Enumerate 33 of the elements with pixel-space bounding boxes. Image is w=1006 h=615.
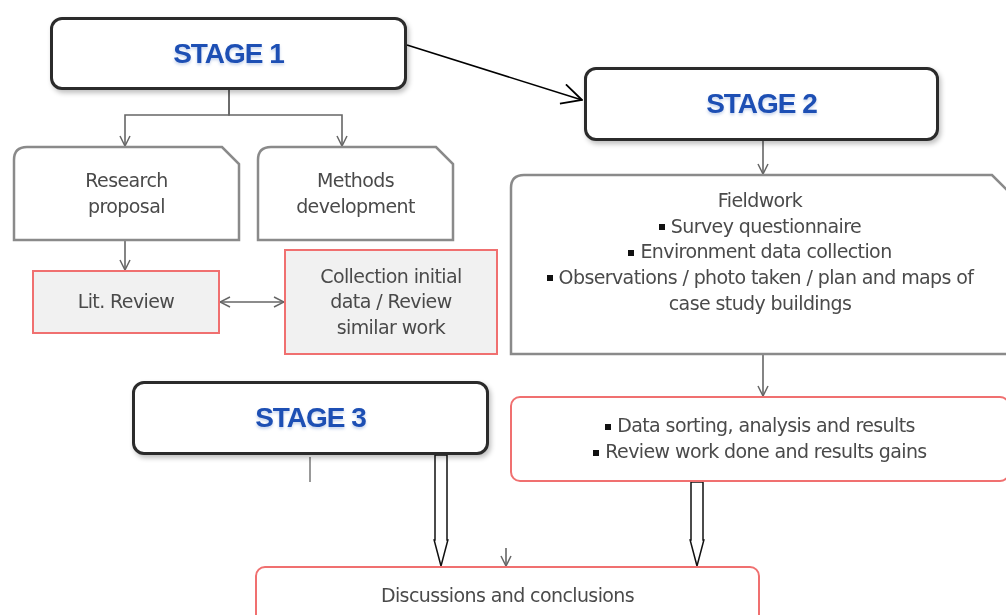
- block-arrow: [689, 481, 705, 569]
- node-text: Lit. Review: [77, 289, 175, 315]
- process-box: [510, 174, 1006, 355]
- process-box: [257, 146, 454, 241]
- arrow: [500, 547, 512, 567]
- arrow: [757, 354, 769, 397]
- process-box: [255, 566, 760, 615]
- stage-box: [50, 17, 407, 90]
- process-box: [32, 270, 220, 334]
- block-arrow: [433, 454, 449, 569]
- process-box: [13, 146, 240, 241]
- stage-box: [132, 381, 489, 455]
- bullet-item: Environment data collection: [628, 239, 892, 265]
- bullet-item: Data sorting, analysis and results: [605, 413, 915, 439]
- arrow: [406, 44, 583, 105]
- stage-title: STAGE 3: [255, 402, 366, 434]
- bullet-item: Observations / photo taken / plan and maps of case study buildings: [540, 264, 980, 317]
- arrow: [757, 140, 769, 175]
- arrow: [219, 296, 285, 308]
- arrow: [119, 240, 131, 271]
- stage-title: STAGE 2: [706, 88, 817, 120]
- node-text: Collection initial data / Review similar work: [319, 263, 463, 340]
- node-text: Research proposal: [84, 167, 169, 219]
- bullet-item: Survey questionnaire: [658, 213, 862, 240]
- node-text: Methods development: [295, 167, 416, 219]
- process-box: [284, 249, 498, 355]
- process-box: [510, 396, 1006, 482]
- node-text: Discussions and conclusions: [380, 583, 635, 609]
- stage-title: STAGE 1: [173, 37, 284, 70]
- node-text: Fieldwork: [717, 188, 803, 213]
- arrow: [228, 89, 348, 147]
- stage-box: [584, 67, 939, 141]
- bullet-item: Review work done and results gains: [593, 439, 927, 465]
